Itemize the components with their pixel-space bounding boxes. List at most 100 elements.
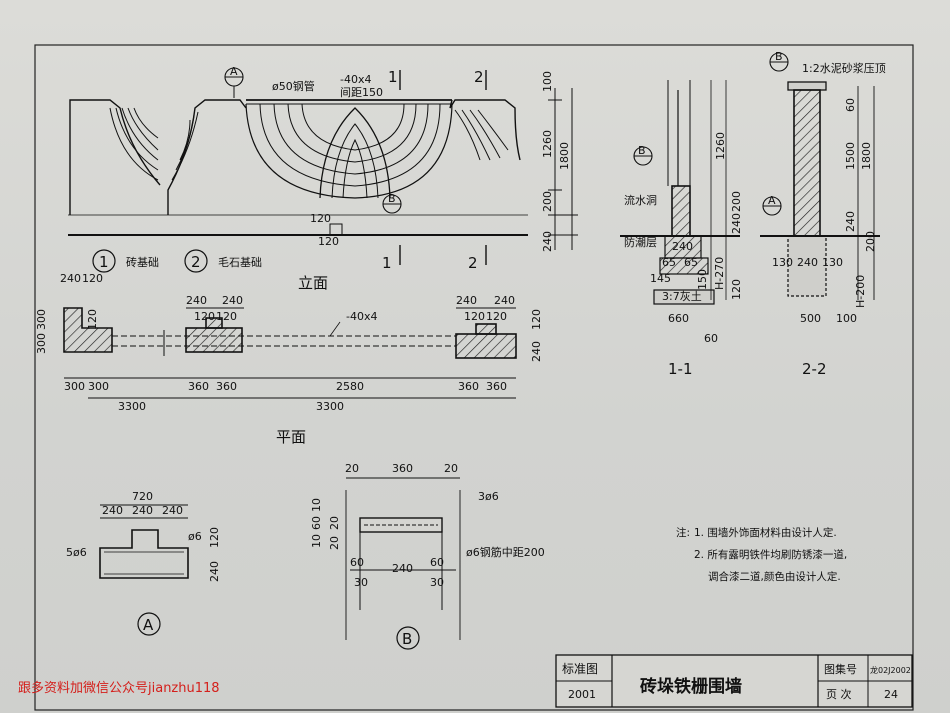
plan-dim-tm-120a: 120 — [194, 310, 215, 323]
detail-b-dim-240: 240 — [392, 562, 413, 575]
pipe-label: ø50钢管 — [272, 79, 315, 93]
s1-label-lime-soil: 3:7灰土 — [662, 289, 702, 303]
plan-dim-b2-3300b: 3300 — [316, 400, 344, 413]
plan-dim-tr-240b: 240 — [494, 294, 515, 307]
watermark-text: 跟多资料加微信公众号jianzhu118 — [18, 681, 220, 696]
note-1: 1. 围墙外饰面材料由设计人定. — [694, 526, 837, 539]
detail-b-dim-60a: 60 — [350, 556, 364, 569]
s2-dim-240: 240 — [844, 211, 857, 232]
s1-dim-120: 120 — [730, 279, 743, 300]
detail-a-dim-5phi6: 5ø6 — [66, 546, 87, 559]
elev-dim-200: 200 — [541, 191, 554, 212]
s1-detail-ref-b: B — [638, 144, 646, 157]
plan-dim-tl-300a: 300 — [35, 309, 48, 330]
s2-dim-130a: 130 — [772, 256, 793, 269]
detail-a-dim-phi6: ø6 — [188, 530, 202, 543]
detail-ref-b: B — [388, 192, 396, 205]
detail-a-dim-240b: 240 — [132, 504, 153, 517]
detail-b-dim-20c: 20 — [328, 516, 341, 530]
foundation-1-num: 1 — [99, 253, 109, 271]
detail-b-label: B — [402, 630, 412, 648]
plan-dim-b1-360a: 360 — [188, 380, 209, 393]
notes-block: 注: 1. 围墙外饰面材料由设计人定. 2. 所有露明铁件均刷防锈漆一道, 调合… — [676, 526, 847, 583]
s2-dim-h200: H-200 — [854, 275, 867, 308]
detail-a-dim-240a: 240 — [102, 504, 123, 517]
elev-dim-100: 100 — [541, 71, 554, 92]
detail-b-dim-60: 60 — [310, 516, 323, 530]
s1-dim-65b: 65 — [684, 256, 698, 269]
plan-bar-label: -40x4 — [346, 310, 377, 323]
tb-atlas-label: 图集号 — [824, 662, 857, 676]
detail-b-dim-10b: 10 — [310, 534, 323, 548]
plan-dim-tl-300b: 300 — [35, 333, 48, 354]
dim-small-1: 120 — [310, 212, 331, 225]
plan-dim-tr-120b: 120 — [486, 310, 507, 323]
detail-b: 20 360 20 3ø6 10 60 10 20 20 ø6钢筋中距200 6… — [310, 462, 545, 650]
cut-mark-2-bottom: 2 — [468, 254, 478, 272]
tb-atlas-no: 龙02J2002 — [870, 665, 911, 675]
elev-dim-1800: 1800 — [558, 142, 571, 170]
plan-dim-b2-3300a: 3300 — [118, 400, 146, 413]
s2-dim-100: 100 — [836, 312, 857, 325]
tb-std-label: 标准图 — [562, 662, 598, 676]
s1-dim-1260: 1260 — [714, 132, 727, 160]
s2-dim-130b: 130 — [822, 256, 843, 269]
s2-dim-500: 500 — [800, 312, 821, 325]
plan-dim-b1-360b: 360 — [216, 380, 237, 393]
plan-dim-tm-240b: 240 — [222, 294, 243, 307]
elevation-view: 1 2 1 2 A ø50钢管 -40x4 间距150 B 120 120 10… — [68, 65, 578, 292]
detail-b-rebar-label: ø6钢筋中距200 — [466, 545, 545, 559]
plan-dim-b1-360d: 360 — [486, 380, 507, 393]
detail-b-dim-20d: 20 — [328, 536, 341, 550]
detail-a-dim-720: 720 — [132, 490, 153, 503]
s1-dim-65a: 65 — [662, 256, 676, 269]
detail-a-label: A — [143, 616, 154, 634]
elev-dim-240: 240 — [541, 231, 554, 252]
s1-dim-150: 150 — [696, 269, 709, 290]
detail-b-dim-20b: 20 — [444, 462, 458, 475]
s2-dim-1500: 1500 — [844, 142, 857, 170]
section-1-1: B 流水洞 防潮层 3:7灰土 240 65 65 145 150 H-270 … — [620, 80, 743, 378]
detail-b-dim-30a: 30 — [354, 576, 368, 589]
foundation-2-num: 2 — [191, 253, 201, 271]
detail-a: 720 240 240 240 ø6 5ø6 120 240 A — [66, 490, 221, 636]
bar-label: -40x4 — [340, 73, 371, 86]
s2-dim-200: 200 — [864, 231, 877, 252]
detail-a-dim-120: 120 — [208, 527, 221, 548]
detail-a-dim-240: 240 — [208, 561, 221, 582]
tb-page-label: 页 次 — [826, 687, 852, 701]
cut-mark-1-top: 1 — [388, 68, 398, 86]
s1-label-dpc: 防潮层 — [624, 235, 657, 249]
detail-b-dim-60b: 60 — [430, 556, 444, 569]
detail-b-dim-20a: 20 — [345, 462, 359, 475]
plan-view: -40x4 240 120 120 300 300 240 240 120 12… — [35, 272, 543, 446]
foundation-2-label: 毛石基础 — [218, 256, 262, 269]
notes-title: 注: — [676, 526, 690, 539]
detail-b-dim-30b: 30 — [430, 576, 444, 589]
note-2: 2. 所有露明铁件均刷防锈漆一道, — [694, 548, 847, 561]
s1-dim-240: 240 — [672, 240, 693, 253]
s1-dim-200: 200 — [730, 191, 743, 212]
section-2-2: B 1:2水泥砂浆压顶 A 60 1500 1800 240 200 130 2… — [760, 50, 886, 378]
detail-b-dim-360: 360 — [392, 462, 413, 475]
plan-dim-tl-120a: 120 — [82, 272, 103, 285]
s1-dim-240b: 240 — [730, 213, 743, 234]
foundation-1-label: 砖基础 — [126, 255, 159, 269]
detail-b-dim-10a: 10 — [310, 498, 323, 512]
plan-dim-r-120: 120 — [530, 309, 543, 330]
s2-dim-60: 60 — [844, 98, 857, 112]
plan-dim-b1-360c: 360 — [458, 380, 479, 393]
s1-label-drain: 流水洞 — [624, 193, 657, 207]
title-block: 标准图 2001 砖垛铁栅围墙 图集号 龙02J2002 页 次 24 — [555, 654, 913, 708]
s1-dim-660: 660 — [668, 312, 689, 325]
s1-dim-145: 145 — [650, 272, 671, 285]
plan-dim-tr-120a: 120 — [464, 310, 485, 323]
tb-year: 2001 — [568, 688, 596, 701]
plan-dim-tm-120b: 120 — [216, 310, 237, 323]
note-2-cont: 调合漆二道,颜色由设计人定. — [708, 570, 841, 583]
plan-dim-b1-300a: 300 — [64, 380, 85, 393]
plan-dim-tl-120b: 120 — [86, 309, 99, 330]
dim-small-2: 120 — [318, 235, 339, 248]
detail-b-dim-3phi6: 3ø6 — [478, 490, 499, 503]
